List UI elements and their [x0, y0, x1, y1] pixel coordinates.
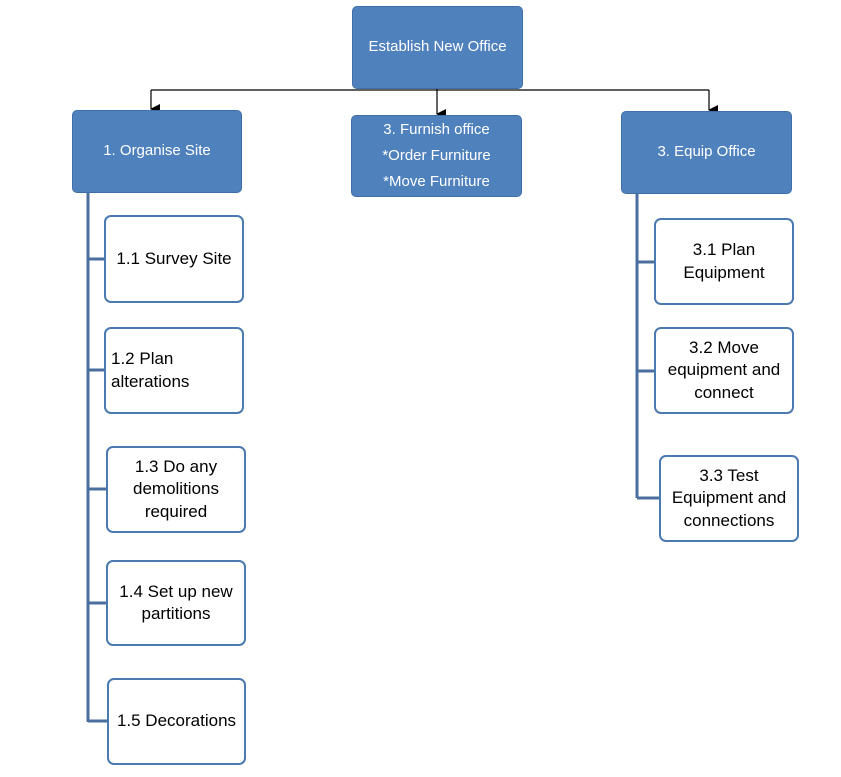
task-box: 1.5 Decorations	[107, 678, 246, 765]
task-box: 3.2 Move equipment and connect	[654, 327, 794, 414]
task-label: 1.5 Decorations	[116, 711, 237, 731]
furnish-item: *Move Furniture	[383, 173, 490, 191]
furnish-item: *Order Furniture	[382, 146, 491, 164]
task-box: 1.4 Set up new partitions	[106, 560, 246, 646]
branch-label: 3. Equip Office	[657, 143, 756, 161]
task-box: 3.1 Plan Equipment	[654, 218, 794, 305]
task-label: 1.4 Set up new partitions	[119, 581, 233, 623]
branch-organise-site: 1. Organise Site	[72, 110, 242, 193]
root-node: Establish New Office	[352, 6, 523, 89]
task-box: 1.2 Plan alterations	[104, 327, 244, 414]
task-box: 1.3 Do any demolitions required	[106, 446, 246, 533]
branch-furnish-office: 3. Furnish office *Order Furniture *Move…	[351, 115, 522, 197]
task-label: 3.3 Test Equipment and connections	[671, 466, 787, 530]
task-box: 1.1 Survey Site	[104, 215, 244, 303]
task-box: 3.3 Test Equipment and connections	[659, 455, 799, 542]
task-label: 1.3 Do any demolitions required	[133, 457, 219, 521]
branch-label: 1. Organise Site	[103, 142, 211, 160]
task-label: 1.2 Plan alterations	[111, 349, 190, 391]
task-label: 3.1 Plan Equipment	[683, 240, 765, 282]
branch-equip-office: 3. Equip Office	[621, 111, 792, 194]
branch-label: 3. Furnish office	[383, 120, 490, 138]
task-label: 3.2 Move equipment and connect	[667, 338, 781, 402]
root-label: Establish New Office	[368, 38, 507, 56]
task-label: 1.1 Survey Site	[116, 248, 232, 268]
